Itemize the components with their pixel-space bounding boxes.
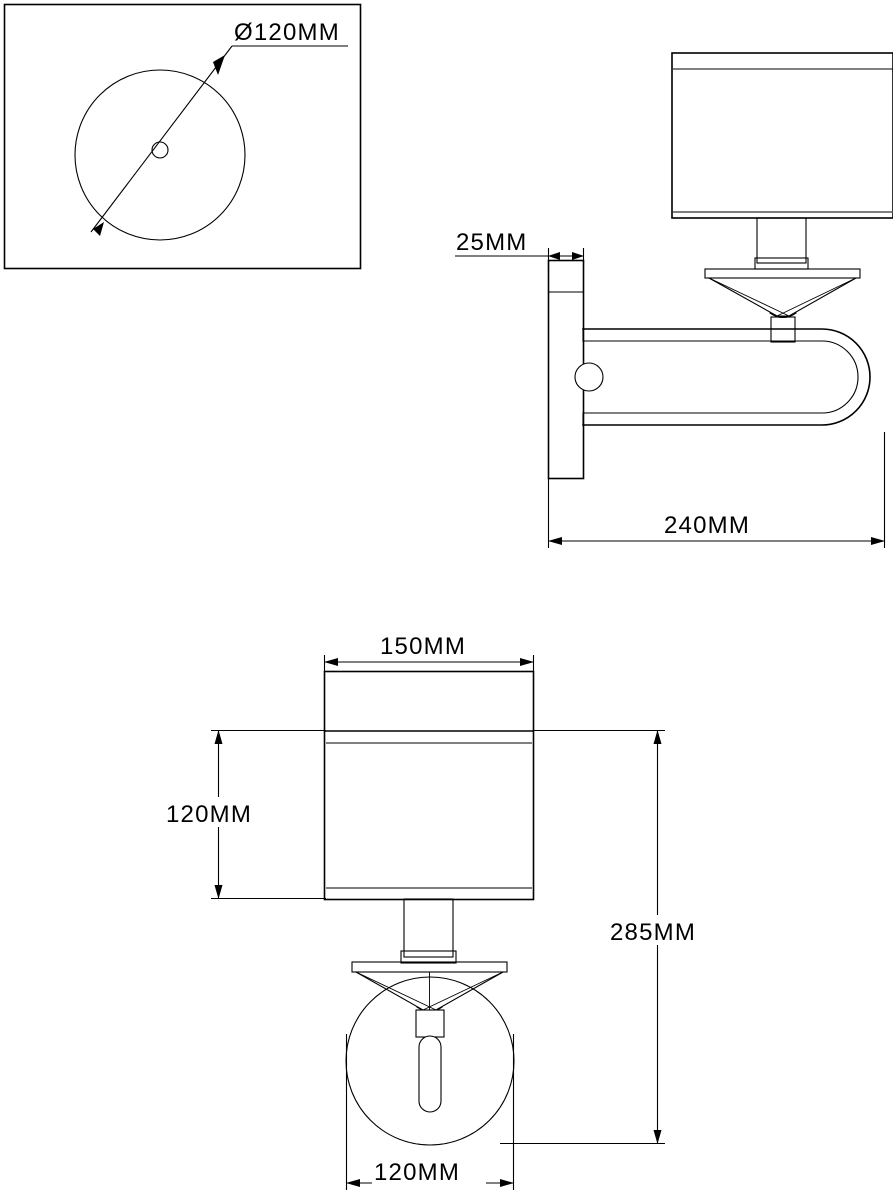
side-bobeche-cone [708,277,857,317]
front-shade [323,670,535,901]
dimension-240mm: 240MM [547,432,886,548]
dim25-arrow-right [572,252,584,260]
arm-switch-knob-icon [574,362,604,392]
dim120h-arrow-bottom [214,885,223,899]
u-arm-inner [582,340,859,414]
dim240-arrow-right [871,537,885,545]
front-bobeche-cross-edges [355,971,504,1011]
dim120g-arrow-left [346,1179,360,1187]
front-stem [400,898,457,964]
bulb-glass-tube [418,1035,442,1113]
side-stem-tube [756,217,807,264]
dim25-label: 25MM [456,229,527,256]
bulb-socket-block [415,1009,445,1038]
dim120h-label-mask [164,797,276,827]
side-u-arm [574,328,871,426]
dim285-label-mask [608,915,728,945]
dimension-25mm: 25MM [455,229,585,266]
dimension-120mm-height: 120MM [164,729,326,900]
front-shade-body [323,670,535,901]
diameter-leader-line [90,45,233,233]
dim150-arrow-left [324,658,338,666]
dim25-arrow-left [548,252,560,260]
side-stem [754,217,809,270]
side-bobeche-plate [704,268,861,279]
side-elevation-view: 25MM 240MM [455,52,893,548]
plan-view-frame [3,3,362,270]
dim285-arrow-top [653,730,662,744]
front-bulb-assembly [415,1009,445,1113]
dimension-150mm: 150MM [323,633,535,672]
dim285-label: 285MM [610,919,696,946]
canopy-circle [74,69,246,241]
dim240-label: 240MM [664,512,750,539]
dim150-arrow-right [520,658,534,666]
top-plan-view: Ø120MM [3,3,362,270]
dimension-285mm: 285MM [500,729,728,1145]
dim120h-arrow-top [214,730,223,744]
front-stem-tube [403,898,454,958]
dim120g-label: 120MM [374,1159,460,1186]
dim240-arrow-left [548,537,562,545]
dim285-arrow-bottom [653,1130,662,1144]
diameter-arrow-lower [93,222,104,236]
side-shade-body [671,52,893,219]
front-bobeche [351,961,508,1013]
dimension-120mm-globe: 120MM [345,1034,515,1190]
front-elevation-view: 150MM 120MM 285MM [164,633,728,1190]
side-bobeche-cross-edges [708,277,857,317]
front-stem-collar [400,950,457,964]
dim120g-label-mask [372,1155,486,1185]
side-shade [671,52,893,219]
dim150-label: 150MM [380,633,466,660]
dim120h-label: 120MM [166,801,252,828]
u-arm-outer [582,328,871,426]
diameter-dimension-label: Ø120MM [234,19,340,46]
center-marker-circle [151,141,169,159]
diameter-arrow-upper [213,55,225,75]
dim120g-arrow-right [500,1179,514,1187]
